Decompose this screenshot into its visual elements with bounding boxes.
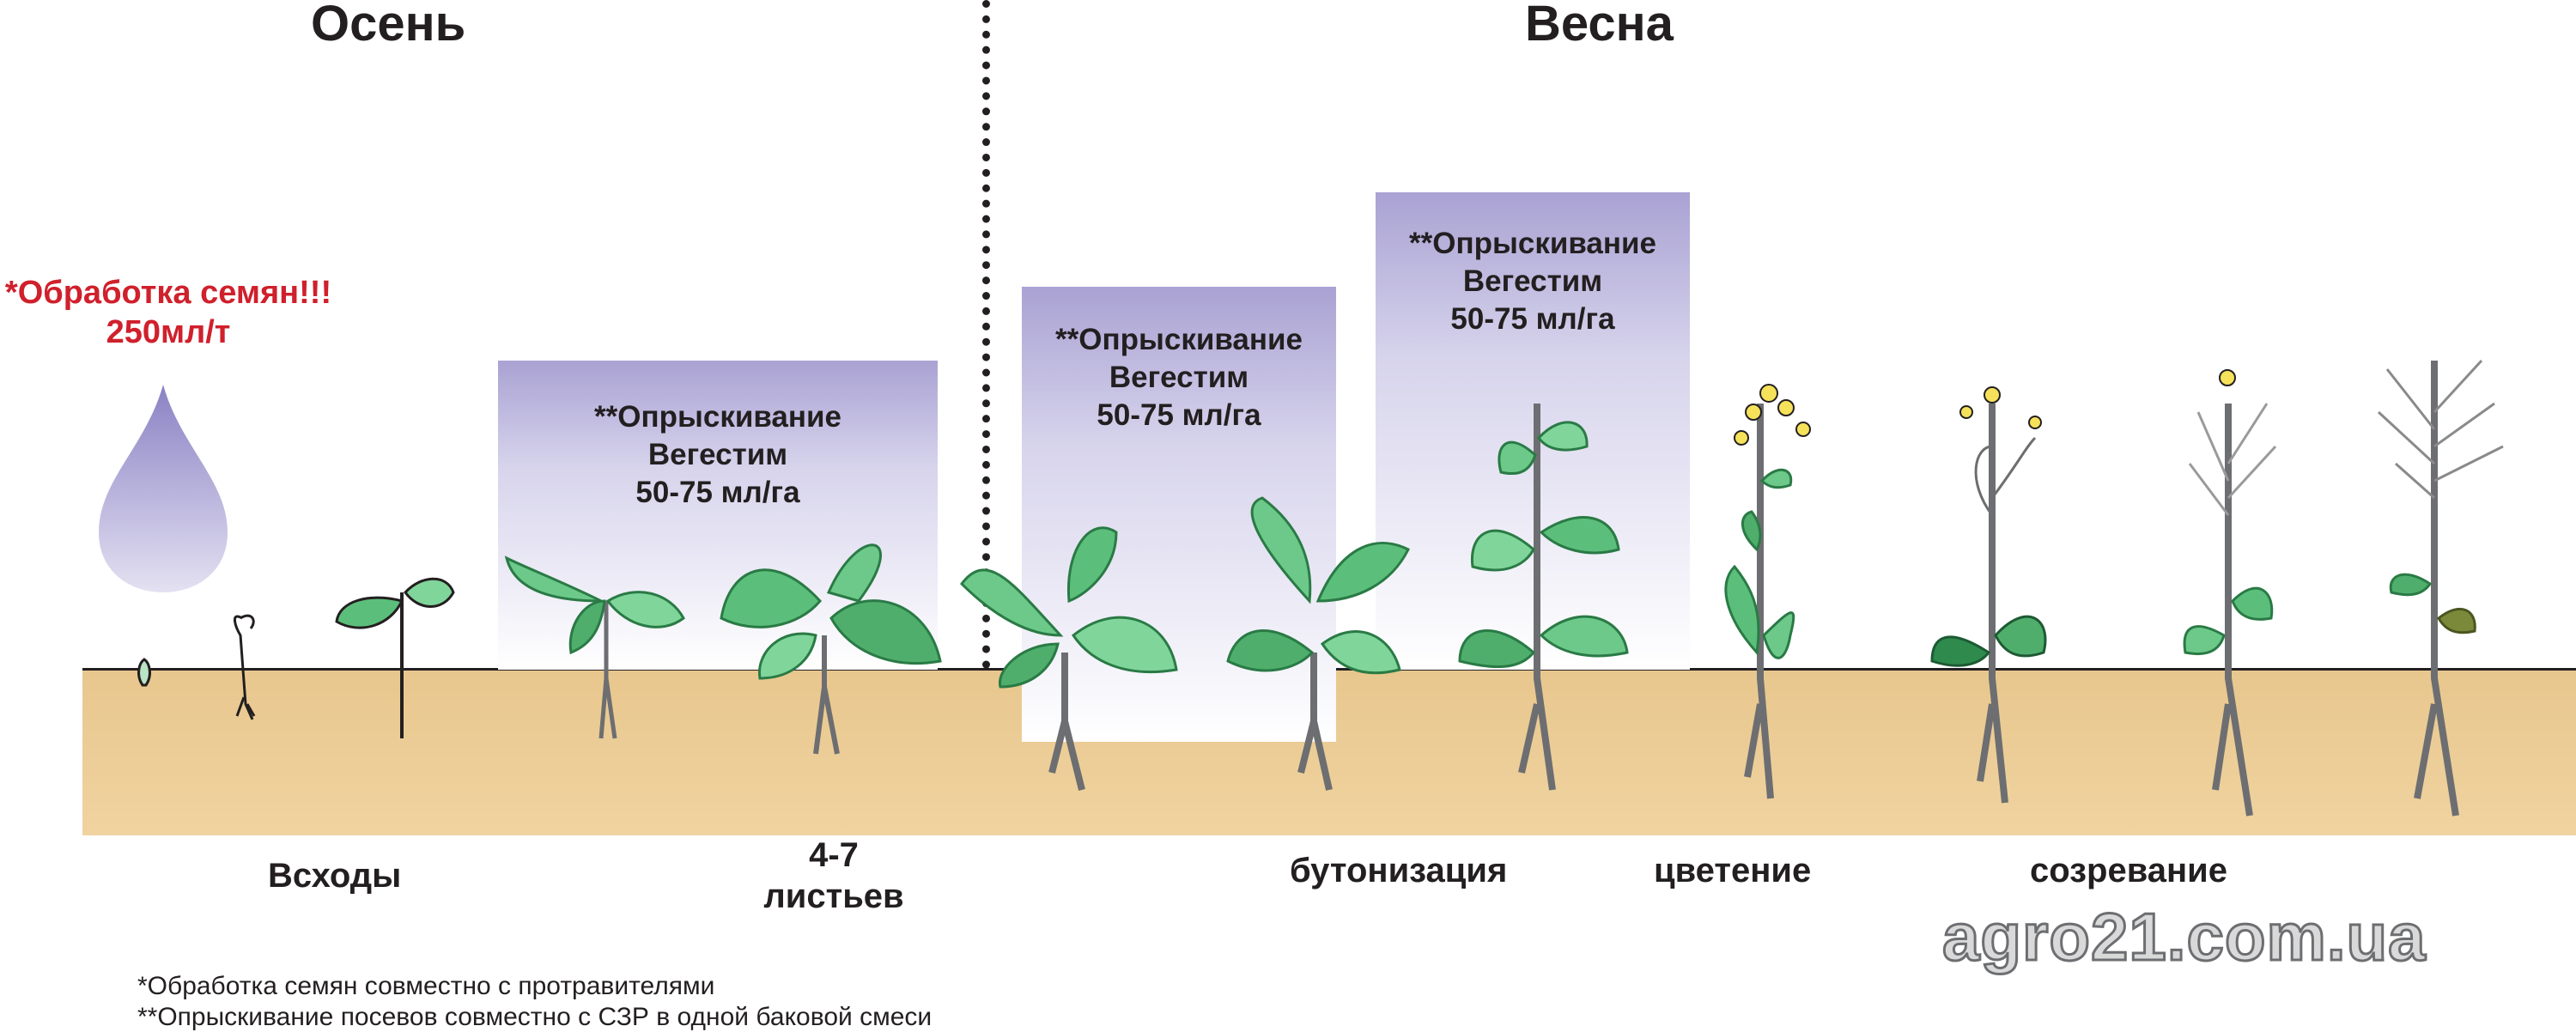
spray-label: **Опрыскивание <box>1408 227 1656 260</box>
flower-icon <box>1724 384 1811 799</box>
season-autumn: Осень <box>311 0 466 52</box>
seed-treatment-title: *Обработка семян!!! <box>4 275 332 311</box>
footnote-seed: *Обработка семян совместно с протравител… <box>137 972 715 1000</box>
season-divider <box>982 0 990 823</box>
spray-rate: 50-75 мл/га <box>1450 302 1615 336</box>
plant-icon <box>234 614 256 720</box>
spray-product: Вегестим <box>1462 264 1603 298</box>
plant-icon <box>1226 496 1411 791</box>
stage-emergence: Всходы <box>268 857 402 895</box>
seed-icon <box>137 658 151 687</box>
spray-product: Вегестим <box>1109 361 1249 394</box>
watermark: agro21.com.ua <box>1941 898 2427 976</box>
plant-icon <box>504 555 685 739</box>
plant-icon <box>335 577 455 738</box>
spray-rate: 50-75 мл/га <box>1097 398 1261 432</box>
footnote-spray: **Опрыскивание посевов совместно с СЗР в… <box>137 1003 933 1031</box>
seed-treatment-rate: 250мл/т <box>106 314 231 350</box>
spray-product: Вегестим <box>647 438 788 471</box>
spray-label: **Опрыскивание <box>1054 323 1303 356</box>
stage-leaves-label: листьев <box>763 877 904 915</box>
stage-leaves: 4-7 листьев <box>752 835 915 917</box>
plant-icon <box>720 543 942 755</box>
stage-budding: бутонизация <box>1290 852 1508 889</box>
spray-box-spring-2: **Опрыскивание Вегестим 50-75 мл/га <box>1376 192 1690 670</box>
plant-icon <box>960 526 1178 791</box>
droplet-icon <box>99 385 228 592</box>
stage-ripening: созревание <box>2030 852 2228 889</box>
flower-icon <box>2183 369 2277 816</box>
spray-rate: 50-75 мл/га <box>635 476 800 509</box>
spray-label: **Опрыскивание <box>593 400 841 434</box>
stage-flowering: цветение <box>1654 852 1812 889</box>
stage-leaves-count: 4-7 <box>809 836 859 874</box>
flower-icon <box>1930 386 2047 804</box>
season-spring: Весна <box>1525 0 1674 52</box>
plant-icon <box>1458 404 1629 791</box>
plant-icon <box>2377 359 2504 816</box>
seed-treatment-note: *Обработка семян!!! 250мл/т <box>0 273 337 352</box>
